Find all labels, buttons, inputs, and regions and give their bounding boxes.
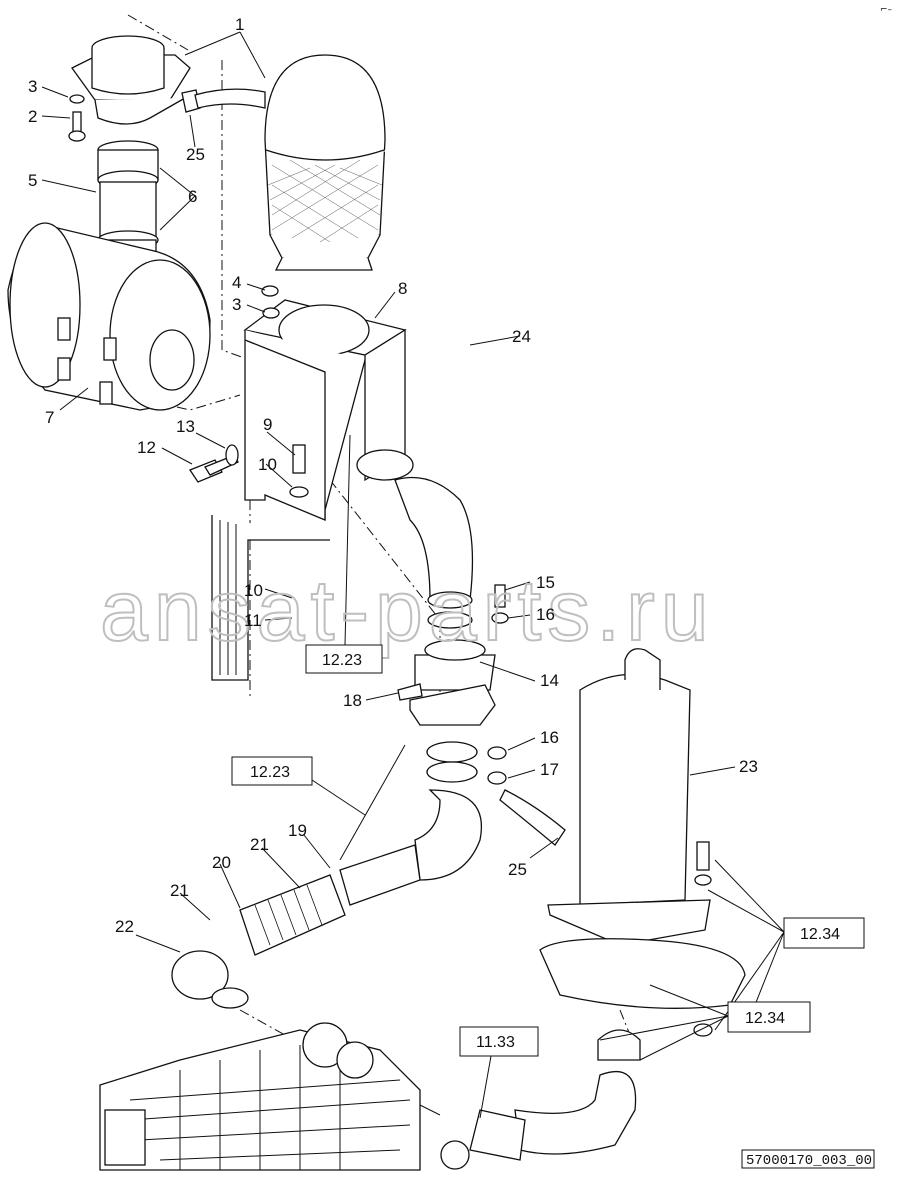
callout-5: 5	[28, 171, 37, 190]
callout-16: 16	[536, 605, 555, 624]
callout-2: 2	[28, 107, 37, 126]
svg-text:12.23: 12.23	[250, 764, 290, 781]
callout-13: 13	[176, 417, 195, 436]
svg-text:12.23: 12.23	[322, 652, 362, 669]
callout-9: 9	[263, 415, 272, 434]
callout-17: 17	[540, 760, 559, 779]
ref-box-12-23-lower[interactable]: 12.23	[231, 756, 313, 786]
callout-20: 20	[212, 853, 231, 872]
callout-6: 6	[188, 187, 197, 206]
inlet-flange	[71, 35, 201, 125]
turbo-flange	[397, 584, 509, 726]
drawing-id-box: 57000170_003_00	[741, 1149, 875, 1169]
svg-text:12.34: 12.34	[800, 926, 840, 943]
svg-text:11.33: 11.33	[476, 1034, 515, 1051]
mounting-bracket	[243, 299, 407, 521]
callout-22: 22	[115, 917, 134, 936]
callout-24: 24	[512, 327, 531, 346]
svg-text:12.34: 12.34	[745, 1010, 785, 1027]
leader-lines	[41, 31, 785, 1119]
muffler-fasteners	[487, 746, 713, 1037]
callout-1: 1	[235, 15, 244, 34]
callout-10b: 10	[244, 581, 263, 600]
callout-numbers: 1 2 3 25 5 6 4 3 8 24 7 13 9 12 10 10 11…	[28, 15, 758, 936]
lower-hose-assembly	[171, 741, 482, 1009]
callout-8: 8	[398, 279, 407, 298]
callout-16b: 16	[540, 728, 559, 747]
corner-mark-icon: ⌐–	[880, 5, 893, 15]
callout-3b: 3	[232, 295, 241, 314]
reference-boxes: 12.23 12.23 12.34 11.33 12.34	[231, 644, 865, 1057]
callout-12: 12	[137, 438, 156, 457]
callout-19: 19	[288, 821, 307, 840]
callout-21b: 21	[170, 881, 189, 900]
part-drawings	[7, 14, 746, 1171]
air-cleaner-housing	[7, 222, 211, 411]
ref-box-12-34-lower[interactable]: 12.34	[727, 1001, 811, 1033]
callout-25b: 25	[508, 860, 527, 879]
breather-hose-top	[194, 88, 266, 109]
radiator-core	[211, 515, 330, 681]
muffler	[539, 648, 746, 1009]
pre-cleaner	[264, 54, 386, 271]
callout-18: 18	[343, 691, 362, 710]
callout-4: 4	[232, 273, 241, 292]
engine-block	[99, 1022, 421, 1171]
exhaust-pipe	[409, 1029, 641, 1170]
callout-7: 7	[45, 408, 54, 427]
callout-25: 25	[186, 145, 205, 164]
watermark-text: ansat-parts.ru	[100, 563, 715, 659]
callout-23: 23	[739, 757, 758, 776]
callout-10: 10	[258, 455, 277, 474]
callout-3: 3	[28, 77, 37, 96]
ref-box-12-34-upper[interactable]: 12.34	[783, 917, 865, 949]
callout-11: 11	[244, 611, 262, 630]
upper-elbow-hose	[356, 449, 474, 629]
ref-box-12-23-upper[interactable]: 12.23	[305, 644, 383, 674]
fasteners-middle	[189, 285, 309, 498]
callout-15: 15	[536, 573, 555, 592]
bolt-washer-left	[68, 94, 86, 142]
callout-14: 14	[540, 671, 559, 690]
drawing-id: 57000170_003_00	[746, 1153, 872, 1169]
ref-box-11-33[interactable]: 11.33	[459, 1026, 539, 1057]
callout-21: 21	[250, 835, 269, 854]
